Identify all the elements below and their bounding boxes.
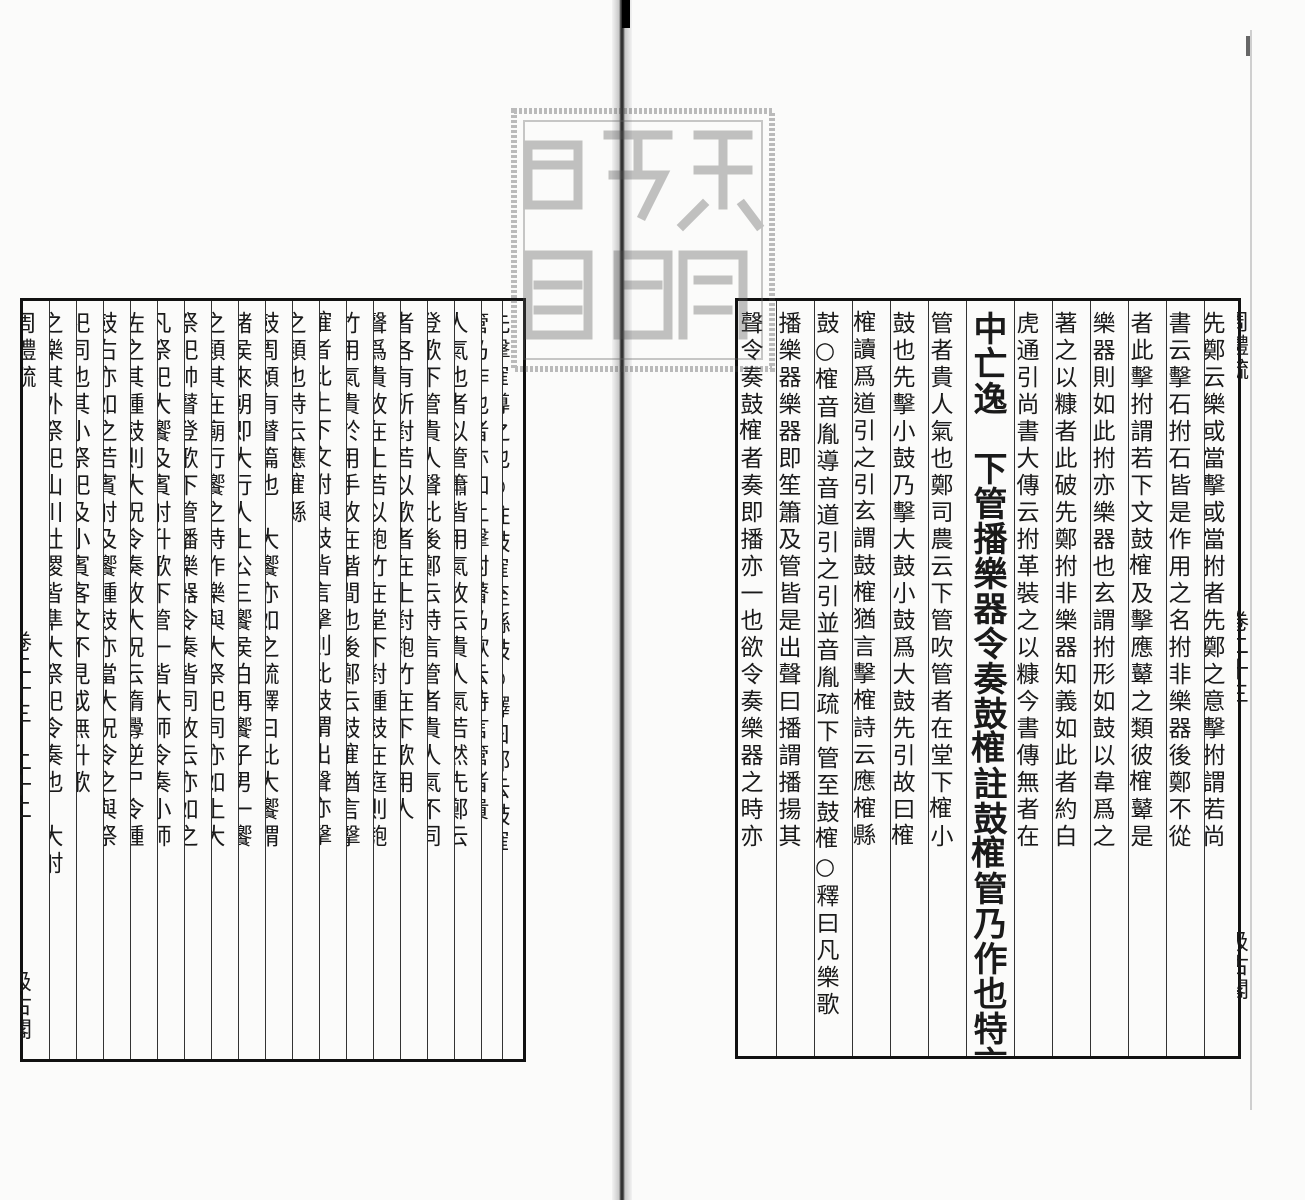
left-text-frame: 周禮疏 之樂其外祭祀山川社稷皆準大祭祀令奏也 大射 祀同也其小祭祀及小賓客文不見… xyxy=(20,298,526,1062)
left-col-14: 佐之其鍾鼓則大祝令奏故大祝云隋釁逆尸令鍾 xyxy=(130,301,157,1059)
left-col-13: 凡祭祀大饗及賓射升歌下管一皆大師令奏小師 xyxy=(157,301,184,1059)
left-col-4: 者各有所對若以歌者在上對匏竹在下歌用人 xyxy=(400,301,427,1059)
right-col-8: 鼓也先擊小鼓乃擊大鼓小鼓爲大鼓先引故曰𣙜 xyxy=(890,301,928,1056)
left-col-15: 鼓右亦如之若賓射及饗鍾鼓亦當大祝令之與祭 xyxy=(103,301,130,1059)
left-col-9: 鼓周頌有瞽篇也 大饗亦如之疏釋曰此大饗謂 xyxy=(265,301,292,1059)
right-text-frame: 聲令奏鼓𣙜者奏即播亦一也欲令奏樂器之時亦 播樂器樂器即笙簫及管皆是出聲曰播謂播揚… xyxy=(735,298,1241,1059)
right-margin-footer: 汲古閣 xyxy=(1237,930,1248,1002)
left-margin-juan: 卷二十三 二十二 xyxy=(20,630,31,822)
left-margin-title: 周禮疏 xyxy=(23,311,35,392)
left-col-17: 之樂其外祭祀山川社稷皆準大祭祀令奏也 大射 xyxy=(49,301,76,1059)
right-margin-title: 周禮疏 xyxy=(1237,310,1248,382)
left-col-7: 𣙜者此上下文拊與鼓皆言擊則此鼓謂出聲亦擊 xyxy=(319,301,346,1059)
right-col-5: 虎通引尚書大傳云拊革裝之以糠今書傳無者在 xyxy=(1014,301,1052,1056)
right-col-11: 播樂器樂器即笙簫及管皆是出聲曰播謂播揚其 xyxy=(776,301,814,1056)
left-col-16: 祀同也其小祭祀及小賓客文不見或無升歌 xyxy=(76,301,103,1059)
left-col-8: 之類也詩云應𣙜縣 xyxy=(292,301,319,1059)
left-col-3: 登歌下管貴人聲此後鄭云特言管者貴人氣不同 xyxy=(427,301,454,1059)
left-margin-footer: 汲古閣 xyxy=(20,970,31,1042)
right-col-3: 樂器則如此拊亦樂器也玄謂拊形如鼓以韋爲之 xyxy=(1090,301,1128,1056)
right-col-4: 著之以糠者此破先鄭拊非樂器知義如此者約白 xyxy=(1052,301,1090,1056)
right-col-2: 者此擊拊謂若下文鼓𣙜及擊應鼙之類彼𣙜鼙是 xyxy=(1128,301,1166,1056)
left-col-11: 之類其在廟行饗之時作樂與大祭祀同亦如上大 xyxy=(211,301,238,1059)
left-col-2: 人氣也者以管簫皆用氣故云貴人氣若然先鄭云 xyxy=(454,301,481,1059)
right-col-9: 𣙜讀爲道引之引玄謂鼓𣙜猶言擊𣙜詩云應𣙜縣 xyxy=(852,301,890,1056)
left-col-10: 諸侯來朝即大行人上公三饗侯伯再饗子男一饗 xyxy=(238,301,265,1059)
right-margin-juan: 卷二十三 xyxy=(1237,610,1248,706)
corner-mark xyxy=(1246,36,1250,56)
right-col-0: 先鄭云樂或當擊或當拊者先鄭之意擊拊謂若尚 xyxy=(1204,301,1238,1056)
right-col-6: 中亡逸 下管播樂器令奏鼓𣙜註鼓𣙜管乃作也特言 xyxy=(966,301,1014,1056)
right-page-edge xyxy=(1250,30,1252,1110)
left-col-5: 聲爲貴故在上若以匏竹在堂下對鍾鼓在庭則匏 xyxy=(373,301,400,1059)
left-page xyxy=(0,0,615,1200)
gutter-mark xyxy=(622,0,630,28)
right-col-7: 管者貴人氣也鄭司農云下管吹管者在堂下𣙜小 xyxy=(928,301,966,1056)
left-col-6: 竹用氣貴於用手故在階間也後鄭云鼓𣙜猶言擊 xyxy=(346,301,373,1059)
left-col-12: 祭祀帥瞽登歌下管播樂器令奏皆同故云亦如之 xyxy=(184,301,211,1059)
right-col-10: 鼓○𣙜音胤導音道引之引並音胤疏下管至鼓𣙜○釋曰凡樂歌 xyxy=(814,301,852,1056)
left-col-0: 先擊𣙜導之也○註鼓𣙜至縣鼓○釋曰鄭云鼓𣙜 xyxy=(502,301,523,1059)
right-col-12: 聲令奏鼓𣙜者奏即播亦一也欲令奏樂器之時亦 xyxy=(738,311,762,851)
book-gutter xyxy=(612,0,632,1200)
right-col-1: 書云擊石拊石皆是作用之名拊非樂器後鄭不從 xyxy=(1166,301,1204,1056)
right-page xyxy=(630,0,1305,1200)
left-col-1: 管乃作也者亦如上擊拊瞽乃歌云特言管者貴 xyxy=(481,301,502,1059)
